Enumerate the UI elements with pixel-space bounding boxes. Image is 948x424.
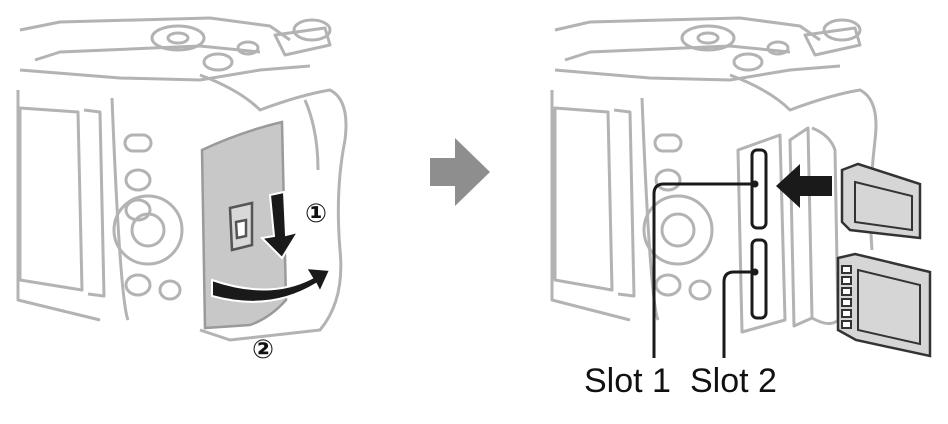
slot-2-leader-dot <box>751 268 759 276</box>
memory-card-top <box>840 162 922 240</box>
step-2-marker: ② <box>252 334 274 364</box>
open-door-arrow-icon <box>211 266 332 303</box>
slide-down-arrow-icon <box>259 190 301 260</box>
step-1-marker: ① <box>305 198 327 228</box>
card-slot-2 <box>750 238 768 320</box>
slot-1-leader-line <box>652 182 755 358</box>
card-slot-1 <box>750 148 768 230</box>
rear-screen <box>553 106 614 292</box>
memory-card-bottom <box>836 252 932 358</box>
door-latch <box>228 201 254 252</box>
camera-left-illustration <box>16 16 348 342</box>
slot-2-label: Slot 2 <box>690 362 777 400</box>
insert-arrow-icon <box>776 164 832 208</box>
slot-1-leader-dot <box>751 180 759 188</box>
rear-screen <box>18 106 84 292</box>
transition-arrow-icon <box>430 138 490 206</box>
slot-2-leader-line <box>722 270 755 358</box>
svg-text:②: ② <box>252 334 274 364</box>
opened-door <box>788 126 814 328</box>
camera-right-illustration <box>550 16 878 334</box>
svg-text:①: ① <box>305 198 327 228</box>
slot-1-label: Slot 1 <box>584 362 671 400</box>
